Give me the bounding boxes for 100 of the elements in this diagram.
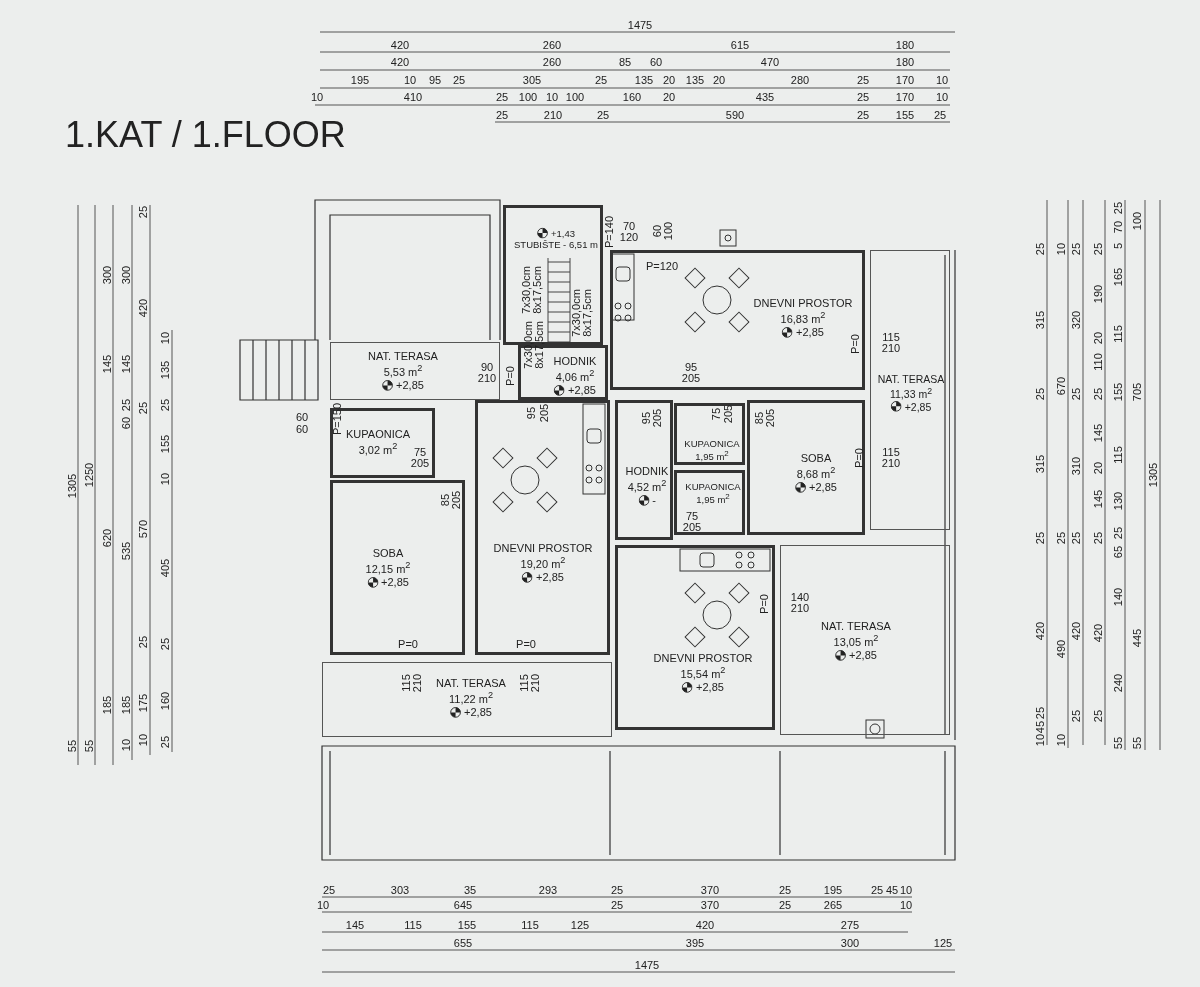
opening-dimension: 205 xyxy=(682,521,702,533)
dimension-value: 405 xyxy=(159,558,171,578)
dimension-value: 55 xyxy=(66,739,78,753)
room-name: NAT. TERASA xyxy=(821,619,891,634)
opening-dimension: P=0 xyxy=(504,366,516,386)
dimension-value: 55 xyxy=(83,739,95,753)
dimension-value: 55 xyxy=(1131,736,1143,750)
room-name: DNEVNI PROSTOR xyxy=(493,541,593,556)
dimension-value: 315 xyxy=(1034,454,1046,474)
room-area: 11,33 m$^{2}$ xyxy=(889,385,932,401)
room-name: SOBA xyxy=(800,451,832,466)
opening-dimension: 210 xyxy=(790,602,810,614)
dimension-value: 65 xyxy=(1112,545,1124,559)
dimension-value: 170 xyxy=(895,74,915,86)
dimension-value: 85 xyxy=(618,56,632,68)
dimension-value: 25 xyxy=(870,884,884,896)
opening-dimension: 8x17,5cm xyxy=(531,266,543,314)
dimension-value: 10 xyxy=(935,91,949,103)
opening-dimension: 60 xyxy=(295,423,309,435)
dimension-value: 100 xyxy=(565,91,585,103)
dimension-value: 300 xyxy=(120,265,132,285)
dimension-value: 25 xyxy=(1092,387,1104,401)
dimension-value: 25 xyxy=(856,91,870,103)
dimension-value: 25 xyxy=(856,109,870,121)
dimension-value: 145 xyxy=(1092,489,1104,509)
dimension-value: 25 xyxy=(1092,531,1104,545)
dimension-value: 140 xyxy=(1112,587,1124,607)
dimension-value: 395 xyxy=(685,937,705,949)
opening-dimension: 120 xyxy=(619,231,639,243)
dimension-value: 185 xyxy=(101,695,113,715)
dimension-value: 135 xyxy=(634,74,654,86)
room-area: 3,02 m$^{2}$ xyxy=(358,441,398,458)
dimension-value: 25 xyxy=(1034,387,1046,401)
title: 1.KAT / 1.FLOOR xyxy=(65,114,346,156)
dimension-value: 420 xyxy=(137,298,149,318)
opening-dimension: 210 xyxy=(881,457,901,469)
dimension-value: 303 xyxy=(390,884,410,896)
floor-level: +2,85 xyxy=(464,705,492,720)
room-area: 19,20 m$^{2}$ xyxy=(520,555,566,571)
dimension-value: 25 xyxy=(1070,387,1082,401)
opening-dimension: 115 xyxy=(882,446,900,458)
dimension-value: 95 xyxy=(428,74,442,86)
floor-level: +2,85 xyxy=(536,570,564,585)
floor-level: +2,85 xyxy=(568,383,596,398)
dimension-value: 10 xyxy=(1034,733,1046,747)
dimension-value: 185 xyxy=(120,695,132,715)
dimension-value: 135 xyxy=(159,360,171,380)
floor-level: +2,85 xyxy=(796,325,824,340)
opening-dimension: P=0 xyxy=(758,594,770,614)
dimension-value: 25 xyxy=(159,398,171,412)
room-area: 4,06 m$^{2}$ xyxy=(555,368,595,384)
room-area: 1,95 m$^{2}$ xyxy=(696,491,730,506)
dimension-value: 240 xyxy=(1112,673,1124,693)
dimension-value: 315 xyxy=(1034,310,1046,330)
dimension-value: 1475 xyxy=(627,19,653,31)
dimension-value: 10 xyxy=(899,884,913,896)
dimension-value: 420 xyxy=(390,39,410,51)
dimension-value: 275 xyxy=(840,919,860,931)
dimension-value: 145 xyxy=(1092,423,1104,443)
dimension-value: 115 xyxy=(1112,446,1124,464)
dimension-value: 130 xyxy=(1112,491,1124,511)
floor-level: +2,85 xyxy=(904,400,932,414)
dimension-value: 25 xyxy=(1070,242,1082,256)
opening-dimension: 7x30,0cm xyxy=(570,289,582,337)
dimension-value: 145 xyxy=(345,919,365,931)
room-outline xyxy=(674,403,745,465)
dimension-value: 20 xyxy=(1092,461,1104,475)
dimension-value: 10 xyxy=(899,899,913,911)
dimension-value: 180 xyxy=(895,39,915,51)
floor-level: - xyxy=(652,493,656,508)
dimension-value: 260 xyxy=(542,39,562,51)
dimension-value: 10 xyxy=(545,91,559,103)
dimension-value: 25 xyxy=(610,899,624,911)
dimension-value: 25 xyxy=(1055,531,1067,545)
terrace-outline xyxy=(780,545,950,735)
terrace-outline xyxy=(330,342,500,400)
opening-dimension: 210 xyxy=(881,342,901,354)
dimension-value: 25 xyxy=(933,109,947,121)
room-area: 5,53 m$^{2}$ xyxy=(383,363,423,379)
dimension-value: 100 xyxy=(518,91,538,103)
dimension-value: 655 xyxy=(453,937,473,949)
floor-level: +2,85 xyxy=(396,378,424,393)
dimension-value: 160 xyxy=(622,91,642,103)
dimension-value: 155 xyxy=(1112,382,1124,402)
dimension-value: 25 xyxy=(137,401,149,415)
opening-dimension: 95 xyxy=(525,406,537,420)
dimension-value: 25 xyxy=(1092,709,1104,723)
floor-level: +2,85 xyxy=(696,680,724,695)
dimension-value: 210 xyxy=(543,109,563,121)
room-area: 15,54 m$^{2}$ xyxy=(680,665,726,681)
opening-dimension: 7x30,0cm xyxy=(520,266,532,314)
dimension-value: 10 xyxy=(1055,242,1067,256)
dimension-value: 135 xyxy=(685,74,705,86)
room-name: KUPAONICA xyxy=(346,428,410,442)
room-area: 1,95 m$^{2}$ xyxy=(695,448,729,463)
dimension-value: 10 xyxy=(1055,733,1067,747)
room-name: HODNIK xyxy=(625,464,669,479)
room-area: 12,15 m$^{2}$ xyxy=(365,560,411,576)
room-area: 13,05 m$^{2}$ xyxy=(833,633,879,649)
dimension-value: 1250 xyxy=(83,462,95,488)
